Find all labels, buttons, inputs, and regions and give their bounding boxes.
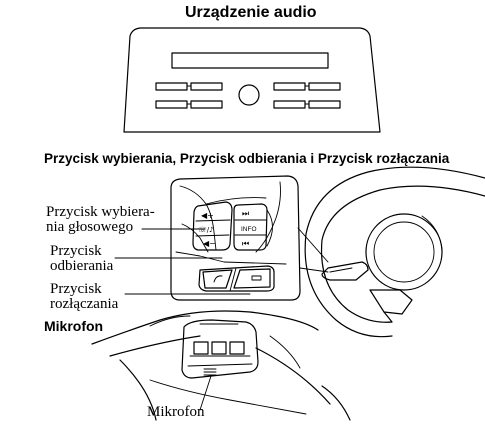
phone-hangup-icon xyxy=(251,275,262,281)
answer-button xyxy=(202,269,233,289)
overhead-lamp-right xyxy=(229,341,245,355)
answer-button-callout-line1: Przycisk xyxy=(50,243,102,259)
voice-button-callout: Przycisk wybiera- nia głosowego xyxy=(46,205,155,235)
volume-up-icon: ◀+ xyxy=(201,211,214,220)
hangup-button-callout-line2: rozłączania xyxy=(50,296,119,312)
steering-hub xyxy=(365,213,443,291)
audio-left-buttons xyxy=(155,82,223,109)
hangup-button-callout-line1: Przycisk xyxy=(50,281,102,297)
voice-button-callout-line1: Przycisk wybiera- xyxy=(46,204,155,220)
microphone-heading: Mikrofon xyxy=(44,318,104,334)
overhead-lamp-left xyxy=(193,341,209,355)
steering-panel-zoom: ◀+ ☏/♪ ◀− ⏭ INFO ⏮ xyxy=(170,175,301,301)
phone-answer-icon xyxy=(213,275,223,283)
audio-unit-illustration xyxy=(123,27,381,133)
answer-button-callout: Przycisk odbierania xyxy=(50,244,113,274)
volume-down-icon: ◀− xyxy=(203,239,216,248)
voice-dial-icon: ☏/♪ xyxy=(198,226,214,234)
audio-unit-heading: Urządzenie audio xyxy=(185,4,317,21)
info-button-label: INFO xyxy=(241,226,257,233)
prev-track-icon: ⏮ xyxy=(242,239,249,248)
audio-right-buttons xyxy=(273,82,341,109)
hangup-button-callout: Przycisk rozłączania xyxy=(50,282,118,312)
microphone-callout: Mikrofon xyxy=(147,404,205,420)
answer-button-callout-line2: odbierania xyxy=(50,258,114,274)
next-track-icon: ⏭ xyxy=(242,209,249,218)
audio-display xyxy=(171,52,329,69)
voice-button-callout-line2: nia głosowego xyxy=(46,219,134,235)
steering-buttons-heading: Przycisk wybierania, Przycisk odbierania… xyxy=(44,151,450,166)
microphone-grille xyxy=(203,368,217,376)
hangup-button xyxy=(233,268,271,289)
overhead-lamp-middle xyxy=(211,341,227,355)
microphone-leader-line xyxy=(199,375,212,411)
microphone-illustration xyxy=(91,310,351,421)
audio-volume-knob xyxy=(238,84,260,106)
steering-wheel-illustration xyxy=(304,166,485,338)
